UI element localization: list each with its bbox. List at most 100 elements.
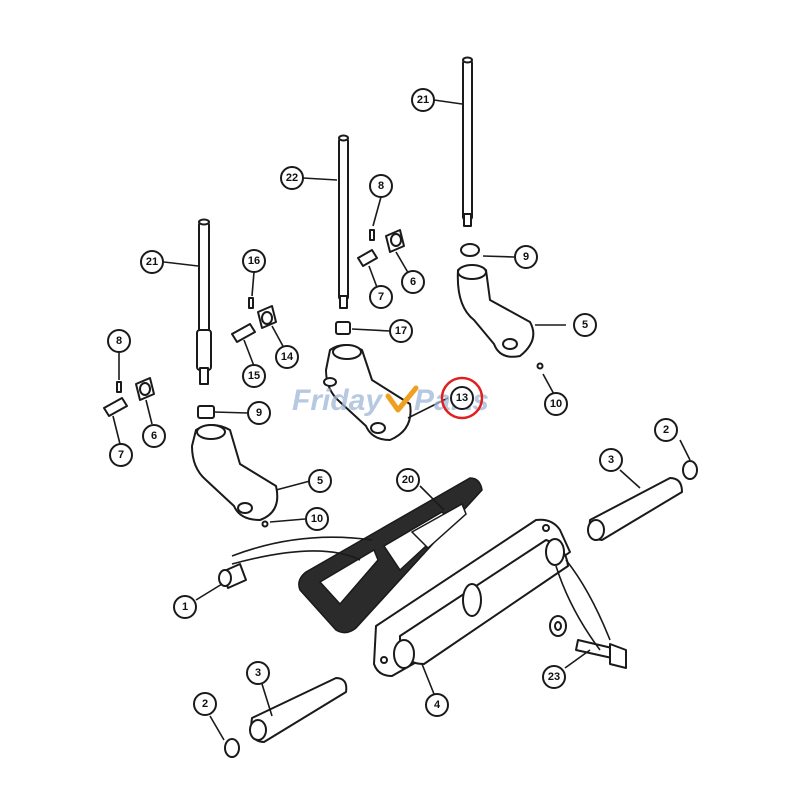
callout-circle: [389, 319, 413, 343]
callout-label: 7: [118, 449, 124, 461]
callout-circle: [599, 448, 623, 472]
bushing-middle-6: [385, 229, 405, 253]
callout-c17: 17: [389, 319, 413, 343]
highlight-ring-part-13: [440, 376, 484, 420]
callout-c14: 14: [275, 345, 299, 369]
callout-c4: 4: [425, 693, 449, 717]
callout-c20: 20: [396, 468, 420, 492]
callout-circle: [514, 245, 538, 269]
callout-label: 8: [116, 335, 122, 347]
rocker-arm-left: [191, 424, 279, 521]
callout-c15: 15: [242, 364, 266, 388]
callout-circle: [107, 329, 131, 353]
watermark-logo: Friday Parts: [292, 384, 489, 417]
callout-label: 20: [402, 474, 414, 486]
callout-c3a: 3: [599, 448, 623, 472]
watermark-check-mark: [385, 385, 419, 413]
callout-label: 9: [256, 407, 262, 419]
plug-left-2: [224, 738, 240, 758]
callout-c8b: 8: [107, 329, 131, 353]
callout-label: 10: [550, 398, 562, 410]
pin-left-16: [248, 297, 254, 309]
bolt-1: [218, 563, 247, 589]
callout-c9b: 9: [247, 401, 271, 425]
callout-circle: [305, 507, 329, 531]
callout-circle: [275, 345, 299, 369]
callout-c10a: 10: [544, 392, 568, 416]
callout-c6a: 6: [401, 270, 425, 294]
callout-circle: [396, 468, 420, 492]
callout-c22: 22: [280, 166, 304, 190]
callout-label: 5: [317, 475, 323, 487]
shaft-left-3: [249, 677, 348, 743]
callout-label: 2: [663, 424, 669, 436]
callout-c8a: 8: [369, 174, 393, 198]
plug-right-2: [682, 460, 698, 480]
callout-circle: [308, 469, 332, 493]
callout-label: 17: [395, 325, 407, 337]
gasket-20: [298, 477, 483, 634]
callout-c3b: 3: [246, 661, 270, 685]
callout-c6b: 6: [142, 424, 166, 448]
callout-c13: 13: [450, 386, 474, 410]
callout-c9a: 9: [514, 245, 538, 269]
callout-circle: [425, 693, 449, 717]
callout-circle: [173, 595, 197, 619]
ball-left-10: [261, 520, 269, 528]
bushing-far-left-6: [135, 377, 155, 401]
callout-label: 5: [582, 319, 588, 331]
callout-circle: [140, 250, 164, 274]
callout-label: 16: [248, 255, 260, 267]
callout-label: 6: [410, 276, 416, 288]
callout-c2b: 2: [193, 692, 217, 716]
callout-circle: [369, 174, 393, 198]
push-rod-right: [462, 56, 473, 227]
callout-circle: [450, 386, 474, 410]
rocker-arm-right: [456, 243, 544, 370]
callout-c7b: 7: [109, 443, 133, 467]
callout-c21a: 21: [411, 88, 435, 112]
washer-left-9: [197, 405, 215, 419]
callout-circle: [542, 665, 566, 689]
pin-middle-8: [369, 229, 375, 241]
callout-label: 1: [182, 601, 188, 613]
callout-label: 9: [523, 251, 529, 263]
callout-label: 14: [281, 351, 294, 363]
callout-label: 15: [248, 370, 260, 382]
pin-far-left-8: [116, 381, 122, 393]
callout-c7a: 7: [369, 285, 393, 309]
callout-c10b: 10: [305, 507, 329, 531]
callout-c21b: 21: [140, 250, 164, 274]
callout-circle: [654, 418, 678, 442]
watermark-text-left: Friday: [292, 384, 383, 417]
callout-circle: [544, 392, 568, 416]
rocker-base-4: [373, 518, 571, 677]
washer-23: [549, 615, 567, 637]
callout-c23: 23: [542, 665, 566, 689]
leader-lines: [112, 99, 691, 741]
push-rod-left: [196, 218, 212, 385]
callout-circle: [109, 443, 133, 467]
shaft-right-3: [587, 477, 683, 541]
callout-circle: [246, 661, 270, 685]
pin-far-left-7: [103, 397, 128, 417]
bushing-left-14: [257, 305, 277, 329]
pin-middle-7: [357, 249, 378, 267]
callout-circle: [411, 88, 435, 112]
callout-c16: 16: [242, 249, 266, 273]
callout-label: 6: [151, 430, 157, 442]
callout-circle: [401, 270, 425, 294]
callout-label: 8: [378, 180, 384, 192]
callout-circle: [242, 249, 266, 273]
callout-label: 23: [548, 671, 560, 683]
push-rod-middle: [338, 134, 349, 309]
rocker-arm-middle: [323, 344, 412, 441]
callout-label: 2: [202, 698, 208, 710]
callout-circle: [193, 692, 217, 716]
washer-middle-17: [335, 321, 351, 335]
callout-label: 3: [608, 454, 614, 466]
callout-circle: [573, 313, 597, 337]
callout-label: 10: [311, 513, 323, 525]
callout-circle: [247, 401, 271, 425]
